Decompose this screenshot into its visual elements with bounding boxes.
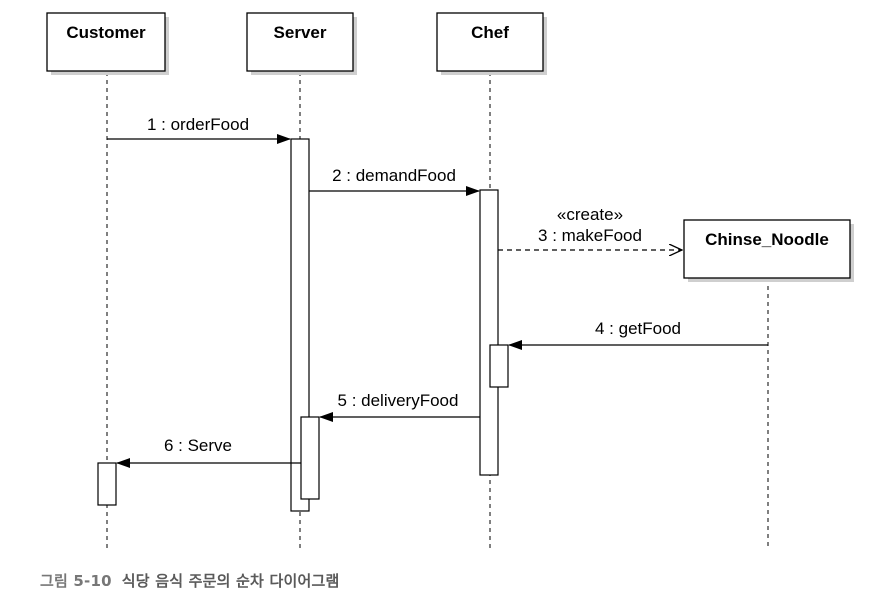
activation-customer [97, 462, 117, 506]
message-4-label: 4 : getFood [595, 319, 681, 338]
figure-caption-text: 식당 음식 주문의 순차 다이어그램 [121, 572, 340, 590]
message-6: 6 : Serve [116, 436, 301, 468]
message-2: 2 : demandFood [309, 166, 480, 196]
participant-chef: Chef [436, 12, 547, 75]
message-1-label: 1 : orderFood [147, 115, 249, 134]
figure-number: 그림 5-10 [40, 572, 112, 590]
participant-chinse-noodle-label: Chinse_Noodle [705, 230, 829, 249]
participant-chef-label: Chef [471, 23, 509, 42]
activation-chef-nested [489, 344, 509, 388]
participant-customer: Customer [46, 12, 169, 75]
figure-caption: 그림 5-10 식당 음식 주문의 순차 다이어그램 [40, 570, 339, 591]
message-1: 1 : orderFood [107, 115, 291, 144]
message-5-label: 5 : deliveryFood [338, 391, 459, 410]
message-5: 5 : deliveryFood [319, 391, 480, 422]
message-4: 4 : getFood [508, 319, 768, 350]
message-3-label: 3 : makeFood [538, 226, 642, 245]
sequence-diagram: Customer Server Chef Chinse_Noodle 1 : o… [46, 12, 854, 548]
message-2-label: 2 : demandFood [332, 166, 456, 185]
participant-chinse-noodle: Chinse_Noodle [683, 219, 854, 282]
participant-server: Server [246, 12, 357, 75]
participant-server-label: Server [274, 23, 327, 42]
participant-customer-label: Customer [66, 23, 146, 42]
message-3-stereotype: «create» [557, 205, 623, 224]
activation-server-nested [300, 416, 320, 500]
message-6-label: 6 : Serve [164, 436, 232, 455]
message-3: «create» 3 : makeFood [498, 205, 682, 250]
activation-chef [479, 189, 499, 476]
